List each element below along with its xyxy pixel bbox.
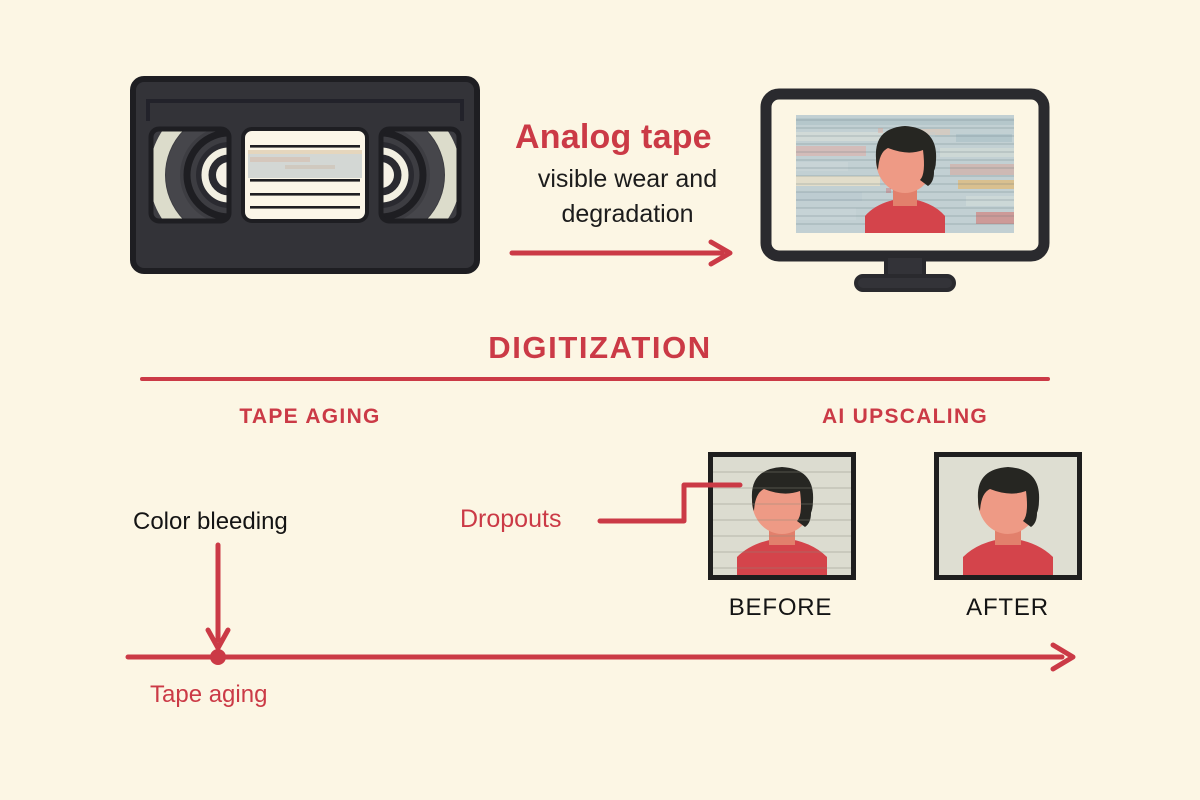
crt-monitor <box>760 88 1050 300</box>
section-divider <box>140 377 1050 381</box>
arrow-down-color-bleeding <box>205 542 231 651</box>
crt-monitor-graphic <box>760 88 1050 292</box>
analog-tape-subtext: visible wear and degradation <box>537 165 718 228</box>
timeline-marker-label-below: Tape aging <box>150 681 268 708</box>
heading-tape-aging: TAPE AGING <box>239 405 381 428</box>
portrait-before-graphic <box>713 457 851 575</box>
vhs-cassette <box>130 75 480 275</box>
section-title: DIGITIZATION <box>488 330 712 365</box>
caption-before: BEFORE <box>728 594 833 621</box>
analog-tape-headline: Analog tape <box>515 118 712 156</box>
thumbnail-after <box>934 452 1082 580</box>
heading-ai-upscaling: AI UPSCALING <box>821 405 989 428</box>
cassette-label <box>241 127 369 223</box>
caption-after: AFTER <box>966 594 1049 621</box>
timeline-marker-dot <box>210 649 226 665</box>
timeline-axis <box>125 642 1076 672</box>
thumbnail-before <box>708 452 856 580</box>
dropouts-label: Dropouts <box>460 505 562 533</box>
leader-line-dropouts <box>597 482 743 524</box>
timeline-marker-label-above: Color bleeding <box>133 508 288 535</box>
portrait-after-graphic <box>939 457 1077 575</box>
arrow-right-analog <box>509 239 733 267</box>
monitor-screen <box>796 115 1014 233</box>
vhs-cassette-graphic <box>130 76 480 274</box>
